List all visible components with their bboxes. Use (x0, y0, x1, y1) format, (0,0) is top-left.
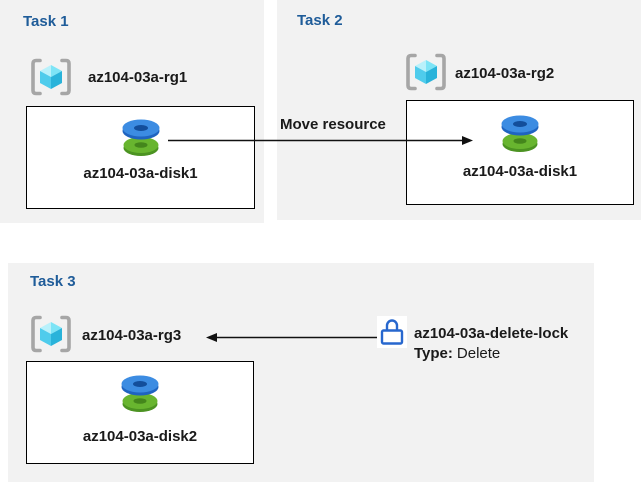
resource-group-icon (404, 52, 448, 92)
resource-group-icon (29, 57, 73, 97)
managed-disk-icon (494, 111, 546, 157)
task1-panel: Task 1 az104-03a-rg1 (0, 0, 264, 223)
move-resource-label: Move resource (280, 116, 386, 133)
task3-panel: Task 3 az104-03a-rg3 (8, 263, 594, 482)
disk-name: az104-03a-disk2 (82, 428, 198, 445)
lock-name: az104-03a-delete-lock (414, 325, 569, 342)
resource-group-name: az104-03a-rg1 (88, 69, 188, 86)
managed-disk-icon (115, 115, 167, 161)
lock-arrow (206, 330, 377, 350)
task3-heading: Task 3 (30, 273, 76, 290)
lock-icon (377, 316, 407, 348)
lock-type-label: Type: (414, 345, 453, 362)
resource-box: az104-03a-disk1 (26, 106, 255, 209)
disk-name: az104-03a-disk1 (83, 165, 198, 182)
resource-group-icon (29, 314, 73, 354)
resource-group-name: az104-03a-rg3 (82, 327, 182, 344)
lock-type: Type:Delete (414, 346, 500, 362)
task2-heading: Task 2 (297, 12, 343, 29)
resource-box: az104-03a-disk1 (406, 100, 634, 205)
disk-name: az104-03a-disk1 (462, 163, 578, 180)
resource-group-name: az104-03a-rg2 (455, 65, 555, 82)
lock-type-value: Delete (456, 345, 501, 362)
task1-heading: Task 1 (23, 13, 69, 30)
managed-disk-icon (114, 371, 166, 417)
resource-box: az104-03a-disk2 (26, 361, 254, 464)
move-resource-arrow (168, 133, 473, 153)
task2-panel: Task 2 az104-03a-rg2 (277, 0, 641, 220)
